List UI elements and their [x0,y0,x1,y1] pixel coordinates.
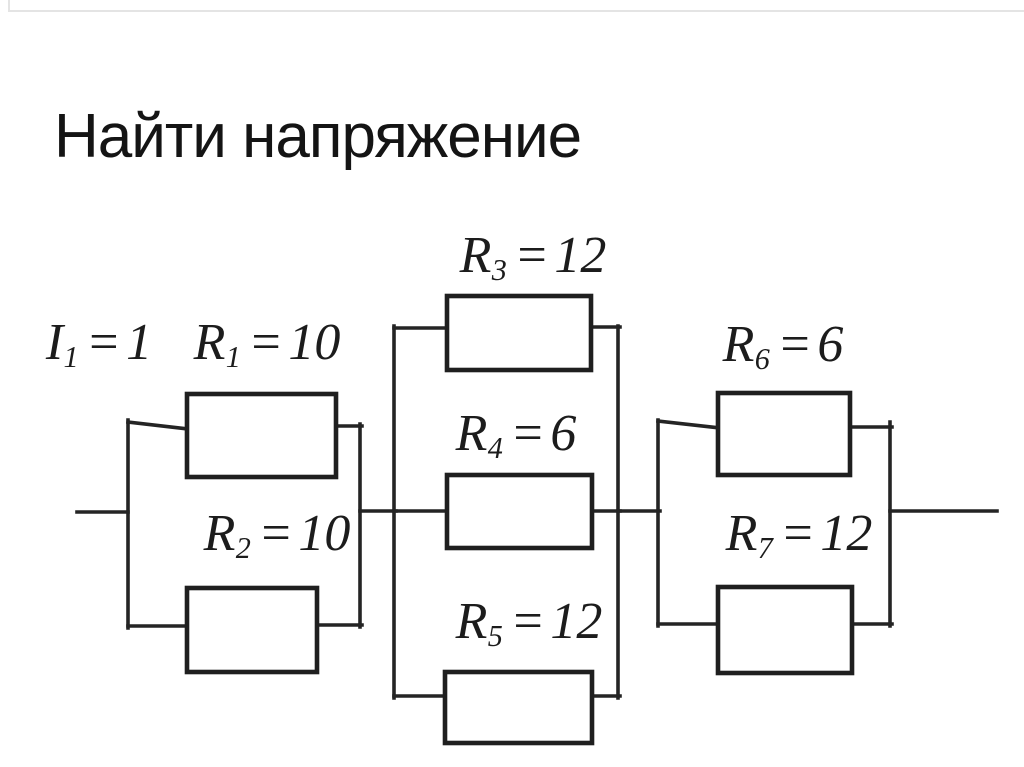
label-subscript: 7 [757,531,773,566]
label-resistor-r1: R1=10 [194,317,341,373]
slide-edge-line-horizontal [8,10,1024,12]
resistor-r7-box [715,584,855,676]
label-value: 6 [550,405,577,463]
slide-title: Найти напряжение [54,101,582,171]
label-value: 1 [126,314,153,372]
resistor-r1-box [184,391,339,480]
resistor-r2-box [184,585,320,675]
label-symbol: R [193,314,226,372]
label-equals: = [514,227,550,285]
label-symbol: I [45,314,64,372]
wire-r1-left [126,420,190,431]
label-current-i1: I1=1 [46,317,152,373]
label-subscript: 1 [225,340,241,375]
label-equals: = [510,405,546,463]
resistor-r4-box [444,472,595,551]
label-subscript: 4 [487,431,503,466]
label-symbol: R [455,405,488,463]
label-subscript: 5 [487,619,503,654]
label-equals: = [258,505,294,563]
label-resistor-r3: R3=12 [460,230,607,286]
label-subscript: 2 [235,531,251,566]
label-value: 12 [820,505,873,563]
label-resistor-r6: R6=6 [723,319,844,375]
label-symbol: R [203,505,236,563]
label-value: 6 [817,316,844,374]
resistor-r6-box [715,390,853,478]
label-symbol: R [459,227,492,285]
label-subscript: 3 [491,253,507,288]
label-equals: = [248,314,284,372]
label-equals: = [777,316,813,374]
label-resistor-r7: R7=12 [726,508,873,564]
label-subscript: 1 [63,340,79,375]
label-subscript: 6 [754,342,770,377]
label-value: 12 [550,593,603,651]
resistor-boxes [184,293,855,746]
label-equals: = [780,505,816,563]
label-resistor-r4: R4=6 [456,408,577,464]
resistor-r5-box [442,669,595,746]
label-equals: = [510,593,546,651]
label-symbol: R [722,316,755,374]
label-value: 12 [554,227,607,285]
label-symbol: R [725,505,758,563]
label-value: 10 [298,505,351,563]
label-resistor-r5: R5=12 [456,596,603,652]
wire-r6-left [656,419,722,430]
circuit-wires [75,324,999,700]
label-symbol: R [455,593,488,651]
label-resistor-r2: R2=10 [204,508,351,564]
slide-edge-line-vertical [8,0,10,11]
resistor-r3-box [444,293,594,373]
label-value: 10 [288,314,341,372]
label-equals: = [85,314,121,372]
